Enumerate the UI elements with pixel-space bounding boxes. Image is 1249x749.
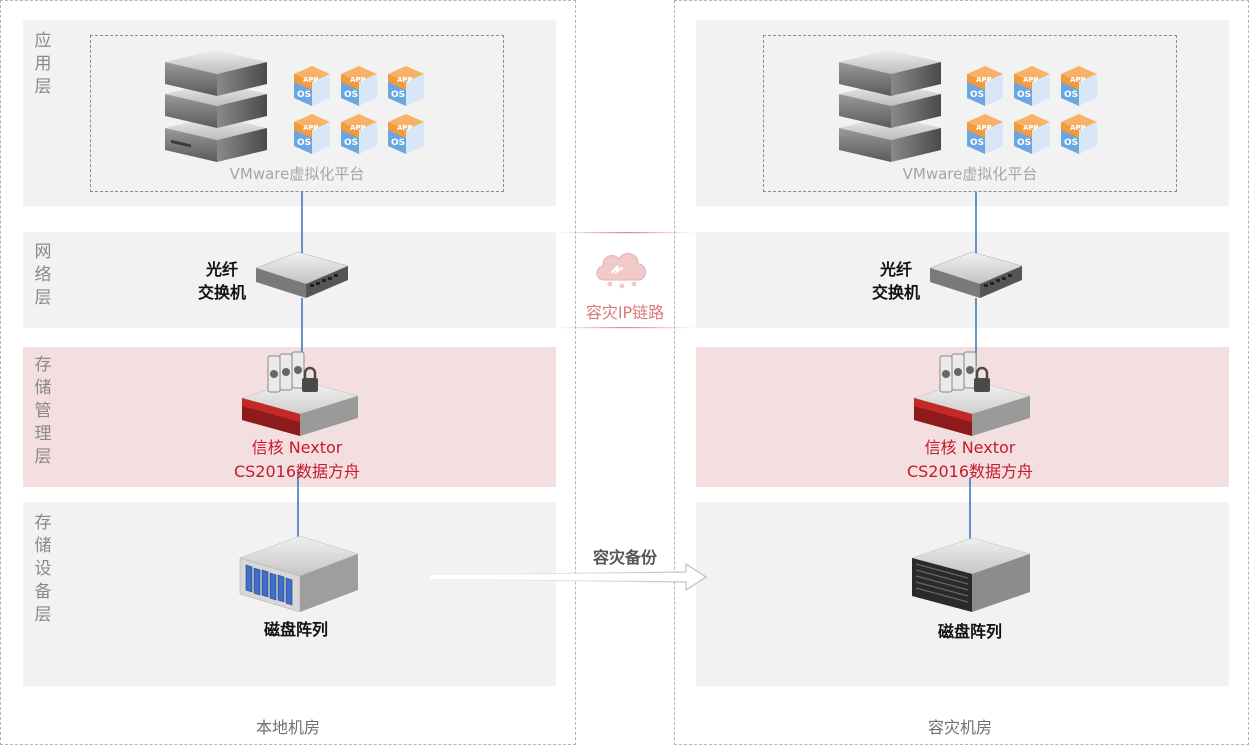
- vm-tile-app-text: APP: [1023, 124, 1039, 132]
- vm-tile-icon: APP OS: [341, 114, 377, 154]
- local-room-label: 本地机房: [255, 718, 320, 737]
- vm-tile-os-text: OS: [1017, 90, 1031, 100]
- layer-label-storage-device: 存储设备层: [34, 513, 52, 625]
- dr-vm-platform-label: VMware虚拟化平台: [902, 165, 1038, 183]
- vm-tile-icon: APP OS: [1014, 114, 1050, 154]
- vm-tile-icon: APP OS: [1061, 66, 1097, 106]
- vm-tile-app-text: APP: [1070, 76, 1086, 84]
- vm-tile-icon: APP OS: [1061, 114, 1097, 154]
- vm-tile-app-text: APP: [303, 124, 319, 132]
- vm-tile-app-text: APP: [350, 76, 366, 84]
- vm-tile-app-text: APP: [976, 124, 992, 132]
- vm-tile-icon: APP OS: [294, 114, 330, 154]
- vm-tile-app-text: APP: [1070, 124, 1086, 132]
- local-nextor-appliance-icon: [241, 351, 359, 436]
- local-vm-platform-box: [90, 35, 504, 192]
- backup-label: 容灾备份: [592, 548, 657, 567]
- vm-tile-os-text: OS: [1064, 90, 1078, 100]
- backup-arrow: [429, 562, 708, 592]
- vm-tile-app-text: APP: [397, 124, 413, 132]
- vm-tile-icon: APP OS: [341, 66, 377, 106]
- vm-tile-icon: APP OS: [1014, 66, 1050, 106]
- layer-label-application: 应用层: [34, 31, 52, 97]
- local-nextor-label-line2: CS2016数据方舟: [233, 462, 361, 481]
- dr-nextor-label-line2: CS2016数据方舟: [906, 462, 1034, 481]
- local-vm-platform-label: VMware虚拟化平台: [229, 165, 365, 183]
- dr-fiber-switch-icon: [929, 251, 1023, 298]
- local-server-stack-icon: [165, 50, 267, 162]
- local-switch-label: 光纤 交换机: [180, 258, 264, 304]
- ip-link-label: 容灾IP链路: [585, 303, 665, 322]
- local-room-frame: [0, 0, 576, 745]
- local-application-band: [23, 20, 556, 206]
- dr-switch-label: 光纤 交换机: [854, 258, 938, 304]
- dr-vm-platform-box: [763, 35, 1177, 192]
- dr-disk-array-label: 磁盘阵列: [937, 622, 1002, 641]
- vm-tile-app-text: APP: [303, 76, 319, 84]
- ip-link-divider-lines: [556, 232, 696, 329]
- dr-disk-array-icon: [911, 537, 1031, 612]
- dr-vm-tiles: APP OS APP OS APP OS APP OS APP OS APP OS: [963, 64, 1105, 156]
- vm-tile-os-text: OS: [344, 138, 358, 148]
- vm-tile-app-text: APP: [350, 124, 366, 132]
- dr-switch-label-line2: 交换机: [871, 283, 920, 302]
- vm-tile-os-text: OS: [970, 138, 984, 148]
- vm-tile-os-text: OS: [344, 90, 358, 100]
- cloud-icon: [596, 252, 646, 289]
- vm-tile-app-text: APP: [1023, 76, 1039, 84]
- vm-tile-os-text: OS: [391, 90, 405, 100]
- vm-tile-icon: APP OS: [294, 66, 330, 106]
- dr-application-band: [696, 20, 1229, 206]
- vm-tile-icon: APP OS: [388, 66, 424, 106]
- layer-label-network: 网络层: [34, 242, 52, 308]
- vm-tile-os-text: OS: [1017, 138, 1031, 148]
- local-fiber-switch-icon: [255, 251, 349, 298]
- dr-server-stack-icon: [839, 50, 941, 162]
- local-switch-label-line2: 交换机: [197, 283, 246, 302]
- vm-tile-os-text: OS: [1064, 138, 1078, 148]
- layer-label-storage-mgmt: 存储管理层: [34, 355, 52, 467]
- dr-switch-label-line1: 光纤: [879, 260, 912, 279]
- local-disk-array-icon: [239, 535, 359, 613]
- vm-tile-os-text: OS: [297, 138, 311, 148]
- vm-tile-icon: APP OS: [967, 66, 1003, 106]
- local-vm-tiles: APP OS APP OS APP OS APP OS APP OS APP OS: [290, 64, 432, 156]
- dr-nextor-appliance-icon: [913, 351, 1031, 436]
- local-disk-array-label: 磁盘阵列: [263, 620, 328, 639]
- dr-nextor-label-line1: 信核 Nextor: [924, 438, 1016, 457]
- vm-tile-icon: APP OS: [388, 114, 424, 154]
- vm-tile-app-text: APP: [976, 76, 992, 84]
- dr-room-label: 容灾机房: [927, 718, 992, 737]
- local-nextor-label: 信核 Nextor CS2016数据方舟: [187, 436, 407, 484]
- local-switch-label-line1: 光纤: [205, 260, 238, 279]
- vm-tile-icon: APP OS: [967, 114, 1003, 154]
- local-nextor-label-line1: 信核 Nextor: [251, 438, 343, 457]
- vm-tile-os-text: OS: [297, 90, 311, 100]
- dr-nextor-label: 信核 Nextor CS2016数据方舟: [860, 436, 1080, 484]
- vm-tile-app-text: APP: [397, 76, 413, 84]
- vm-tile-os-text: OS: [391, 138, 405, 148]
- vm-tile-os-text: OS: [970, 90, 984, 100]
